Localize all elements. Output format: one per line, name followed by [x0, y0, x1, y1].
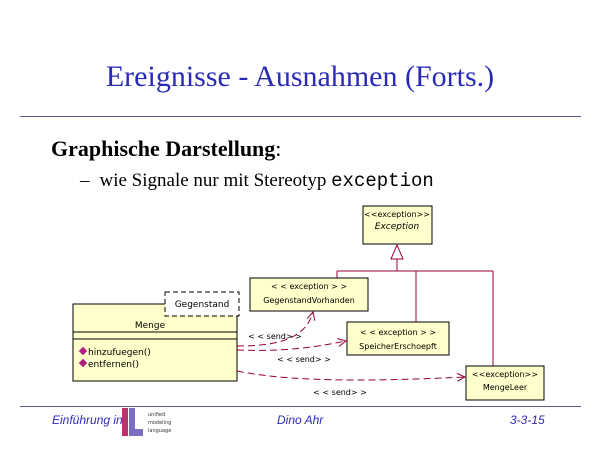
uml-logo: unified modeling language [122, 408, 171, 436]
operation-icon [78, 358, 88, 368]
menge-name: Menge [135, 321, 166, 331]
operation-hinzufuegen: hinzufuegen() [88, 348, 151, 358]
menge-leer-class: <<exception>> MengeLeer [465, 365, 545, 401]
stereotype-code: exception [331, 170, 434, 192]
template-parameter: Gegenstand [164, 291, 240, 317]
speicher-erschoepft-stereotype: < < exception > > [360, 328, 436, 337]
bullet-heading: Graphische Darstellung: [51, 136, 281, 162]
gegenstand-vorhanden-stereotype: < < exception > > [271, 282, 347, 291]
operation-icon [78, 346, 88, 356]
send-dependencies [236, 312, 465, 380]
gegenstand-vorhanden-class: < < exception > > GegenstandVorhanden [249, 277, 369, 312]
menge-class: Menge hinzufuegen() entfernen() [72, 303, 238, 382]
generalization-tree [336, 243, 494, 366]
send-label: < < send> > [313, 388, 367, 397]
footer-author: Dino Ahr [277, 413, 324, 427]
bullet-heading-colon: : [275, 136, 282, 161]
exception-stereotype: <<exception>> [364, 210, 430, 219]
footer-course: Einführung in [52, 413, 123, 427]
speicher-erschoepft-name: SpeicherErschoepft [359, 342, 437, 351]
gegenstand-vorhanden-name: GegenstandVorhanden [263, 296, 355, 305]
logo-word: unified [148, 412, 165, 418]
exception-class: <<exception>> Exception [362, 205, 433, 245]
title-divider [20, 116, 581, 117]
bullet-dash: – [80, 170, 90, 191]
bullet-heading-bold: Graphische Darstellung [51, 136, 276, 161]
bullet-subpoint-text: wie Signale nur mit Stereotyp [99, 170, 327, 191]
send-label: < < send> > [277, 355, 331, 364]
speicher-erschoepft-class: < < exception > > SpeicherErschoepft [346, 321, 450, 356]
slide-title: Ereignisse - Ausnahmen (Forts.) [105, 60, 495, 93]
menge-leer-stereotype: <<exception>> [472, 370, 538, 379]
template-parameter-name: Gegenstand [175, 300, 230, 310]
footer-divider [20, 406, 581, 407]
exception-name: Exception [375, 222, 420, 232]
footer-page-number: 3-3-15 [510, 413, 545, 427]
bullet-subpoint: –wie Signale nur mit Stereotyp exception [80, 170, 434, 192]
logo-word: language [148, 428, 171, 434]
operation-entfernen: entfernen() [88, 360, 139, 370]
menge-leer-name: MengeLeer [483, 383, 528, 392]
send-label: < < send> > [248, 332, 302, 341]
logo-word: modeling [148, 420, 171, 426]
